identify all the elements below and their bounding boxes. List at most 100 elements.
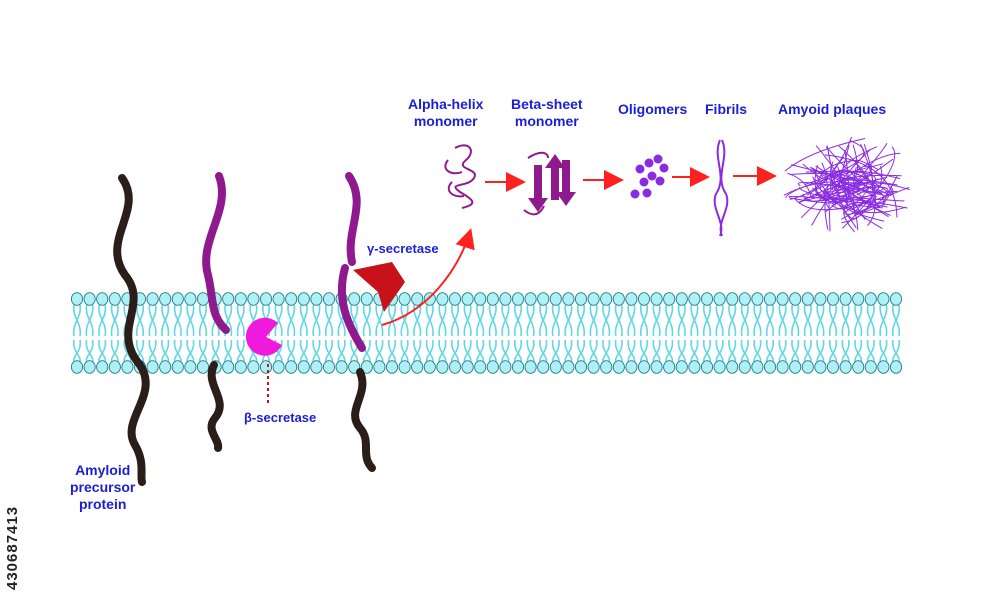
app-fragment-dark-1 [207, 361, 224, 452]
lipid-tail [375, 339, 384, 363]
lipid-tail [413, 339, 422, 363]
lipid-head [272, 292, 285, 306]
plaque-strand [814, 165, 872, 203]
plaque-strand [798, 182, 883, 195]
plaque-strand [843, 201, 908, 233]
beta-sheet-label: Beta-sheet monomer [511, 96, 583, 130]
lipid-head [222, 360, 235, 374]
lipid-head [524, 360, 537, 374]
lipid-tail [299, 339, 308, 363]
lipid-head [499, 360, 512, 374]
lipid-tail [816, 304, 825, 337]
plaque-strand [784, 138, 866, 172]
plaque-strand [799, 186, 889, 203]
lipid-head [574, 292, 588, 306]
lipid-head [537, 360, 550, 374]
lipid-tail [866, 339, 875, 363]
lipid-tail [476, 339, 485, 363]
lipid-tail [274, 304, 283, 337]
lipid-head [600, 292, 613, 306]
lipid-head [70, 292, 84, 306]
lipid-head [776, 292, 789, 306]
lipid-head [663, 292, 676, 306]
plaque-strand [853, 203, 886, 216]
lipid-head [801, 360, 814, 374]
lipid-tail [476, 304, 485, 337]
lipid-tail [791, 339, 800, 363]
fibrils-label: Fibrils [705, 101, 748, 117]
lipid-tail [387, 339, 397, 363]
lipid-tail [274, 339, 283, 363]
plaque-strand [815, 144, 858, 181]
app-fragment-purple-1 [202, 172, 230, 334]
oligomers-label: Oligomers [618, 101, 688, 117]
plaque-strand [831, 156, 898, 193]
lipid-head [675, 292, 688, 306]
lipid-head [789, 292, 802, 306]
lipid-tail [702, 304, 712, 337]
lipid-tail [110, 339, 119, 363]
plaque-strand [820, 171, 869, 202]
lipid-head [889, 292, 903, 306]
plaque-strand [839, 146, 881, 208]
oligomers-cluster [630, 154, 669, 199]
lipid-head [852, 360, 865, 374]
lipid-tail [501, 304, 510, 337]
lipid-head [524, 292, 537, 306]
plaque-strand [816, 159, 857, 191]
lipid-tail [450, 339, 460, 363]
plaque-strand [800, 152, 901, 219]
lipid-tail [715, 339, 724, 363]
lipid-tail [879, 304, 888, 337]
lipid-tail [173, 339, 182, 363]
lipid-head [70, 360, 84, 374]
lipid-tail [539, 339, 548, 363]
lipid-tail [287, 339, 296, 363]
lipid-tail [589, 304, 598, 337]
lipid-tail [72, 339, 82, 363]
alpha-helix-monomer [444, 144, 476, 209]
lipid-head [738, 292, 751, 306]
lipid-tail [753, 339, 762, 363]
lipid-tail [526, 339, 535, 363]
lipid-head [108, 292, 121, 306]
lipid-tail [236, 339, 245, 363]
plaque-strand [810, 167, 894, 197]
plaque-strand [791, 164, 888, 189]
plaque-strand [811, 148, 872, 226]
lipid-head [146, 292, 159, 306]
app-label-line1: Amyloid [75, 462, 131, 478]
lipid-head [663, 360, 676, 374]
lipid-head [448, 292, 462, 306]
lipid-head [108, 360, 121, 374]
lipid-head [461, 292, 474, 306]
lipid-head [763, 360, 777, 374]
lipid-tail [337, 339, 346, 363]
lipid-tail [85, 304, 94, 337]
lipid-tail [715, 304, 724, 337]
lipid-tail [110, 304, 119, 337]
lipid-tail [488, 304, 497, 337]
lipid-head [801, 292, 814, 306]
lipid-tail [98, 304, 107, 337]
lipid-head [864, 292, 877, 306]
lipid-tail [312, 304, 321, 337]
lipid-tail [425, 304, 434, 337]
lipid-head [612, 360, 625, 374]
beta-secretase-enzyme [245, 317, 282, 356]
app-fragment-dark-2 [351, 368, 376, 472]
lipid-head [726, 360, 739, 374]
lipid-head [234, 292, 247, 306]
lipid-head [574, 360, 588, 374]
lipid-head [272, 360, 285, 374]
lipid-head [713, 292, 726, 306]
lipid-tail [513, 304, 523, 337]
lipid-tail [702, 339, 712, 363]
lipid-head [297, 292, 310, 306]
lipid-tail [854, 339, 863, 363]
lipid-head [650, 292, 663, 306]
lipid-tail [425, 339, 434, 363]
lipid-head [360, 292, 373, 306]
lipid-head [83, 292, 96, 306]
lipid-head [234, 360, 247, 374]
